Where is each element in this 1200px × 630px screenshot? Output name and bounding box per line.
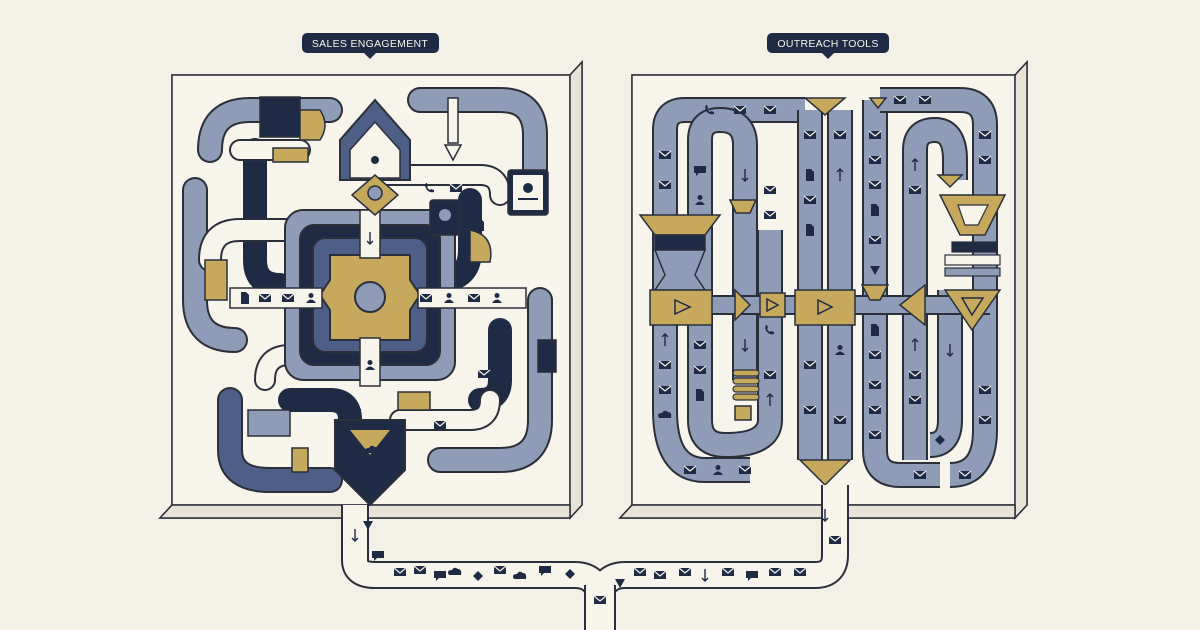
hub-spokes — [229, 209, 527, 387]
house-roof — [339, 98, 411, 216]
conveyor-belts — [650, 87, 998, 488]
tangled-pipes — [182, 87, 553, 493]
right-panel — [618, 60, 1028, 520]
label-outreach-tools-text: OUTREACH TOOLS — [777, 38, 878, 50]
navy-block — [259, 96, 301, 138]
central-hub — [318, 254, 422, 341]
left-panel — [158, 60, 583, 520]
label-outreach-tools: OUTREACH TOOLS — [767, 33, 889, 59]
label-sales-engagement-text: SALES ENGAGEMENT — [312, 38, 429, 50]
left-output-funnel — [334, 419, 406, 507]
output-stream — [341, 485, 849, 630]
label-sales-engagement: SALES ENGAGEMENT — [302, 33, 439, 59]
gates — [638, 97, 1007, 487]
spring-coil — [732, 369, 760, 401]
